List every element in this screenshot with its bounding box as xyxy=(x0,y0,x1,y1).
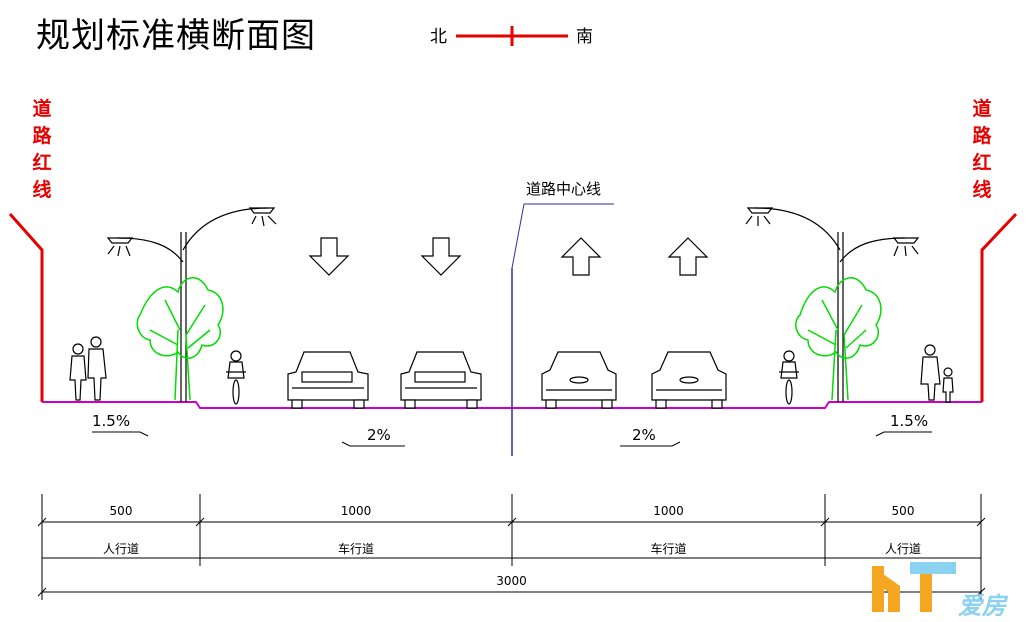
pedestrian-icon xyxy=(920,344,954,403)
red-line-char: 路 xyxy=(32,125,52,147)
slope-label-sidewalk-right: 1.5% xyxy=(890,412,929,430)
slope-arrow-carriageway-right xyxy=(620,441,681,447)
red-line-char: 路 xyxy=(972,125,992,147)
red-line-char: 道 xyxy=(972,98,992,120)
dimension-lines xyxy=(37,494,986,600)
tree-icon xyxy=(136,277,224,401)
arrow-down-icon xyxy=(420,237,462,276)
slope-label-sidewalk-left: 1.5% xyxy=(92,412,131,430)
red-line-char: 红 xyxy=(972,152,992,174)
dimension-segment-name: 车行道 xyxy=(337,542,374,556)
car-front-icon xyxy=(651,351,727,409)
tree-icon xyxy=(795,277,882,401)
slope-arrow-carriageway-left xyxy=(341,441,405,447)
pedestrian-icon xyxy=(69,336,107,401)
cyclist-icon xyxy=(226,350,246,405)
arrow-up-icon xyxy=(560,237,602,276)
slope-label-carriageway-left: 2% xyxy=(367,426,391,444)
red-line-char: 道 xyxy=(32,98,52,120)
red-line-char: 线 xyxy=(972,179,992,201)
red-line-right xyxy=(980,212,1018,402)
dimension-width-label: 1000 xyxy=(340,504,372,518)
center-line-label: 道路中心线 xyxy=(526,180,602,198)
red-line-label-right: 道 路 红 线 xyxy=(970,96,994,204)
cyclist-icon xyxy=(779,350,799,405)
compass-north-label: 北 xyxy=(430,27,447,47)
slope-arrow-sidewalk-left xyxy=(92,431,149,437)
center-line-leader xyxy=(511,203,614,269)
dimension-total-label: 3000 xyxy=(496,574,527,588)
aifang-logo-icon xyxy=(872,562,956,612)
street-lamp-icon xyxy=(745,207,920,402)
compass-south-label: 南 xyxy=(576,27,593,47)
red-line-label-left: 道 路 红 线 xyxy=(30,96,54,204)
red-line-left xyxy=(8,213,44,402)
slope-label-carriageway-right: 2% xyxy=(632,426,656,444)
car-front-icon xyxy=(541,351,617,409)
car-rear-icon xyxy=(400,351,482,409)
watermark-text: 爱房 xyxy=(958,592,1006,620)
red-line-char: 红 xyxy=(32,152,52,174)
slope-arrow-sidewalk-right xyxy=(875,431,932,437)
dimension-segment-name: 车行道 xyxy=(650,542,687,556)
compass-line xyxy=(456,26,568,46)
dimension-segment-name: 人行道 xyxy=(102,542,139,556)
dimension-width-label: 1000 xyxy=(653,504,684,518)
dimension-segment-name: 人行道 xyxy=(884,542,921,556)
arrow-up-icon xyxy=(667,237,709,276)
diagram-title: 规划标准横断面图 xyxy=(36,16,316,56)
dimension-width-label: 500 xyxy=(109,504,133,518)
red-line-char: 线 xyxy=(32,179,52,201)
dimension-width-label: 500 xyxy=(891,504,915,518)
car-rear-icon xyxy=(287,351,369,409)
arrow-down-icon xyxy=(308,237,350,276)
street-lamp-icon xyxy=(106,207,277,402)
